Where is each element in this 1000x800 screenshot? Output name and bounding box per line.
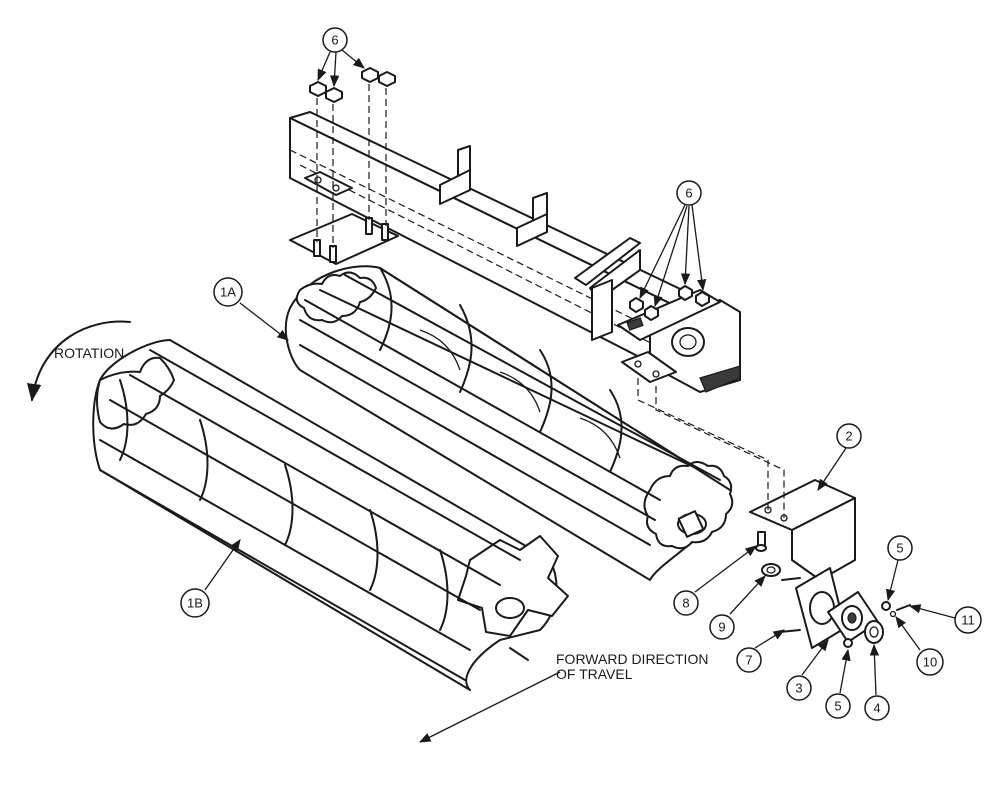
hex-nuts-right <box>629 285 710 321</box>
callout-6-top: 6 <box>322 27 348 53</box>
svg-text:8: 8 <box>682 596 689 611</box>
rotation-label: ROTATION <box>54 345 124 361</box>
callout-9: 9 <box>709 614 735 640</box>
svg-text:4: 4 <box>873 701 880 716</box>
reel-1a <box>284 265 734 581</box>
bearing-assembly <box>755 531 911 649</box>
forward-direction-label-line2: OF TRAVEL <box>556 666 633 682</box>
svg-text:5: 5 <box>896 541 903 556</box>
callout-1b: 1B <box>180 588 210 618</box>
callout-1a: 1A <box>213 277 243 307</box>
mounting-frame-bar <box>289 111 741 393</box>
svg-text:3: 3 <box>795 681 802 696</box>
bracket-2 <box>637 378 856 581</box>
svg-text:1B: 1B <box>187 596 203 611</box>
callout-6-right: 6 <box>676 180 702 206</box>
svg-text:5: 5 <box>834 699 841 714</box>
svg-text:7: 7 <box>745 653 752 668</box>
callout-7: 7 <box>736 647 762 673</box>
callout-5-top: 5 <box>887 535 913 561</box>
hex-nuts-top <box>309 67 396 103</box>
svg-text:10: 10 <box>923 655 937 670</box>
forward-direction-indicator: FORWARD DIRECTION OF TRAVEL <box>418 651 708 743</box>
svg-text:1A: 1A <box>220 285 236 300</box>
svg-text:6: 6 <box>331 33 338 48</box>
svg-text:9: 9 <box>718 620 725 635</box>
callout-10: 10 <box>916 648 944 676</box>
callout-5-bottom: 5 <box>825 693 851 719</box>
svg-text:11: 11 <box>961 613 975 628</box>
svg-text:2: 2 <box>845 429 852 444</box>
reel-1b <box>92 339 569 691</box>
callout-4: 4 <box>864 695 890 721</box>
rotation-indicator: ROTATION <box>27 320 131 402</box>
left-mounting-plates <box>289 84 399 265</box>
callout-8: 8 <box>673 590 699 616</box>
svg-text:6: 6 <box>685 186 692 201</box>
callout-2: 2 <box>836 423 862 449</box>
callout-11: 11 <box>954 606 982 634</box>
callout-3: 3 <box>786 675 812 701</box>
forward-direction-label-line1: FORWARD DIRECTION <box>556 651 708 667</box>
leader-lines <box>204 49 956 696</box>
